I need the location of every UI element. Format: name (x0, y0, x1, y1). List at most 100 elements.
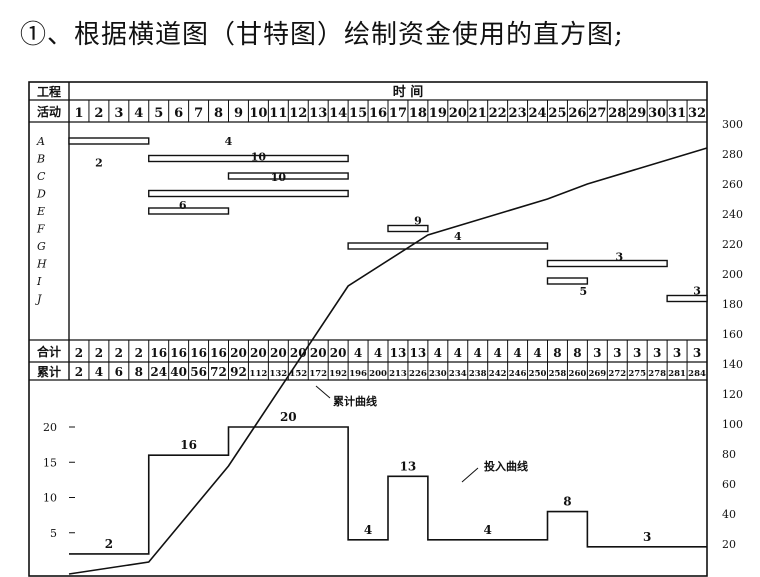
total-cell: 4 (454, 346, 462, 360)
total-cell: 2 (95, 346, 103, 360)
histogram-segment-label: 4 (364, 523, 372, 537)
gantt-bar (68, 137, 150, 145)
axis-ticks: 2040608010012014016018020022024026028030… (43, 118, 743, 551)
right-axis-tick: 180 (722, 298, 743, 311)
period-number: 19 (429, 106, 447, 121)
left-axis-tick: 20 (43, 421, 57, 434)
cumulative-cell: 258 (549, 369, 567, 379)
cumulative-cell: 4 (95, 365, 103, 379)
period-number: 24 (528, 106, 546, 121)
cumulative-cell: 230 (429, 369, 447, 379)
period-number: 7 (194, 106, 203, 121)
cumulative-cell: 2 (75, 365, 83, 379)
period-number: 14 (329, 106, 347, 121)
total-cell: 8 (553, 346, 561, 360)
cumulative-cell: 196 (349, 369, 367, 379)
right-axis-tick: 80 (722, 448, 736, 461)
histogram-segment-label: 2 (105, 537, 113, 551)
cumulative-curve: 累计曲线 (68, 147, 708, 575)
period-number: 23 (509, 106, 527, 121)
total-cell: 13 (390, 346, 407, 360)
gantt-bar (666, 294, 708, 303)
histogram-step-line (69, 426, 707, 555)
total-cell: 4 (434, 346, 442, 360)
period-number: 30 (648, 106, 666, 121)
total-cell: 2 (135, 346, 143, 360)
total-cell: 20 (290, 346, 307, 360)
gantt-bar (387, 224, 429, 233)
histogram-segment-label: 4 (484, 523, 492, 537)
total-cell: 2 (75, 346, 83, 360)
right-axis-tick: 160 (722, 328, 743, 341)
period-number: 28 (608, 106, 626, 121)
gantt-bar-label: 5 (580, 285, 588, 298)
period-number: 3 (114, 106, 123, 121)
gantt-bar-label: 10 (271, 171, 287, 184)
period-number: 18 (409, 106, 427, 121)
total-cell: 4 (493, 346, 501, 360)
histogram-curve-label: 投入曲线 (484, 459, 528, 473)
histogram-segment-label: 13 (400, 459, 417, 473)
gantt-bar-label: 4 (454, 230, 462, 243)
cumulative-cell: 278 (648, 369, 666, 379)
cumulative-cell: 40 (170, 365, 187, 379)
cumulative-cell: 275 (628, 369, 646, 379)
cumulative-curve-label: 累计曲线 (333, 394, 377, 408)
total-cell: 4 (513, 346, 521, 360)
period-number: 11 (269, 106, 287, 121)
total-cell: 16 (170, 346, 187, 360)
right-axis-tick: 40 (722, 508, 736, 521)
histogram-segment-label: 16 (180, 438, 197, 452)
cumulative-cell: 250 (529, 369, 547, 379)
period-number: 17 (389, 106, 407, 121)
histogram-segment-label: 8 (563, 495, 571, 509)
figure-heading: ①、根据横道图（甘特图）绘制资金使用的直方图; (20, 20, 624, 50)
gantt-bar (227, 172, 349, 180)
total-row-label: 合计 (37, 344, 61, 359)
period-number: 25 (548, 106, 566, 121)
gantt-bar (148, 207, 230, 215)
cumulative-cell: 112 (250, 369, 268, 379)
activity-label: F (36, 223, 45, 236)
right-axis-tick: 260 (722, 178, 743, 191)
period-number: 8 (214, 106, 223, 121)
cumulative-cell: 192 (329, 369, 347, 379)
total-cell: 4 (354, 346, 362, 360)
total-cell: 3 (693, 346, 701, 360)
total-cell: 4 (533, 346, 541, 360)
right-axis-tick: 120 (722, 388, 743, 401)
cumulative-cell: 172 (309, 369, 327, 379)
period-number: 31 (668, 106, 686, 121)
total-cell: 20 (250, 346, 267, 360)
cumulative-cell: 246 (509, 369, 527, 379)
cumulative-cell: 284 (688, 369, 706, 379)
gantt-bar-label: 3 (615, 251, 623, 264)
cumulative-cell: 281 (668, 369, 686, 379)
gantt-bar-label: 2 (95, 157, 103, 170)
right-axis-tick: 220 (722, 238, 743, 251)
total-cell: 3 (633, 346, 641, 360)
total-cell: 13 (410, 346, 427, 360)
cumulative-cell: 152 (289, 369, 307, 379)
period-number: 5 (154, 106, 163, 121)
total-cell: 20 (270, 346, 287, 360)
gantt-bar (148, 154, 349, 163)
table-grid (28, 81, 708, 577)
cumulative-cell: 8 (135, 365, 143, 379)
total-cell: 3 (673, 346, 681, 360)
histogram-segment-label: 20 (280, 410, 297, 424)
total-cell: 16 (210, 346, 227, 360)
period-number: 4 (134, 106, 143, 121)
header-label-project: 工程 (37, 84, 61, 99)
total-cell: 2 (115, 346, 123, 360)
gantt-bar (347, 242, 549, 250)
period-number: 20 (449, 106, 467, 121)
left-axis-tick: 15 (43, 456, 57, 469)
activity-label: I (36, 275, 42, 288)
total-cell: 16 (150, 346, 167, 360)
total-cell: 20 (330, 346, 347, 360)
total-cell: 20 (230, 346, 247, 360)
activity-label: H (36, 258, 47, 271)
